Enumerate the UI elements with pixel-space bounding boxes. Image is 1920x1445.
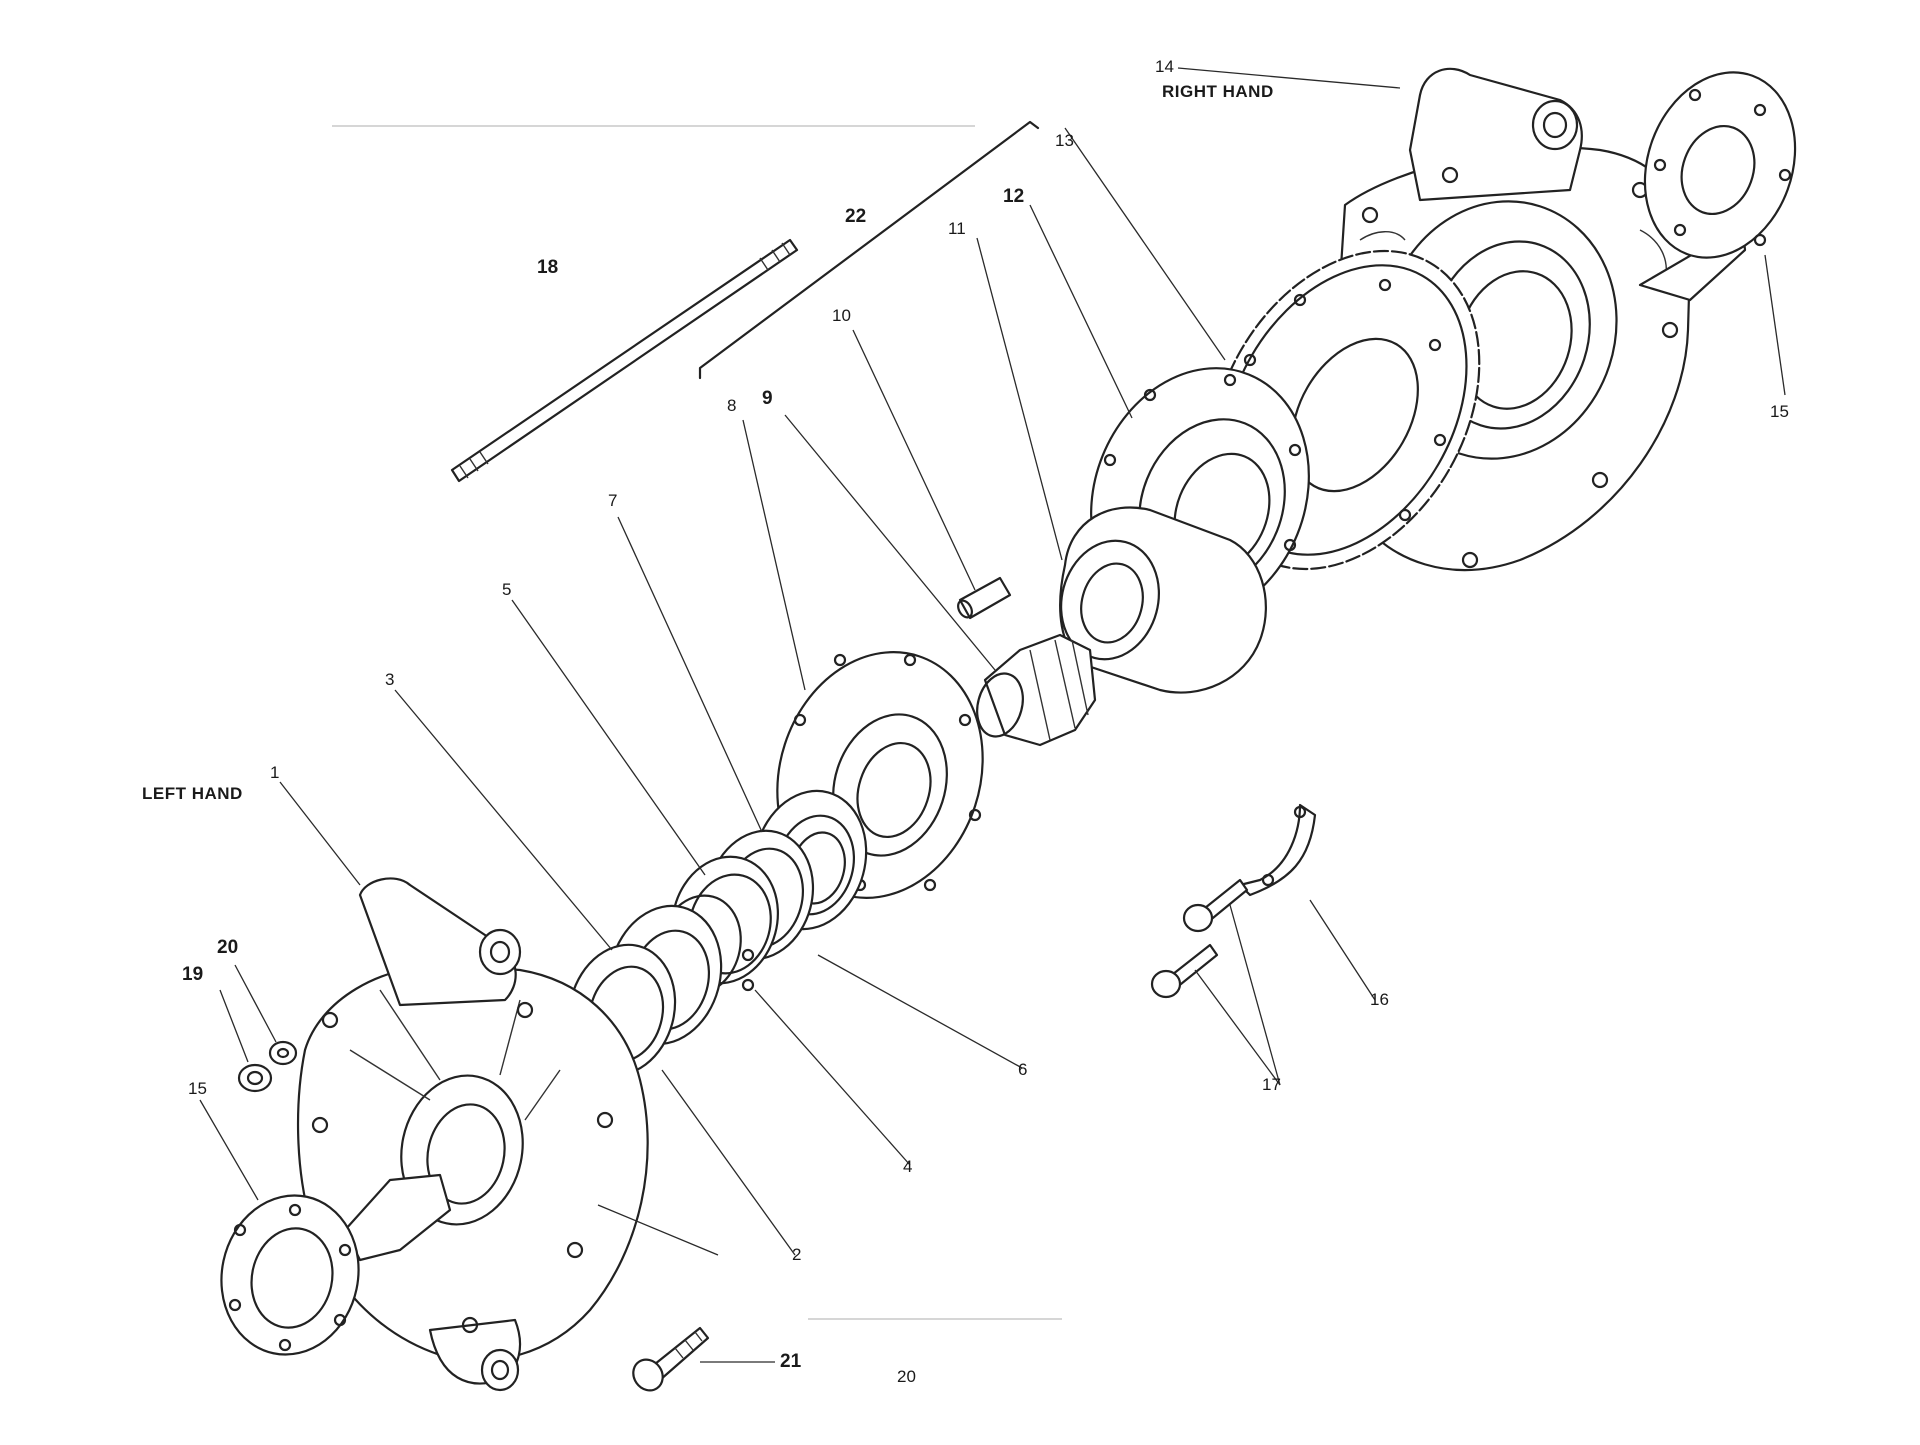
side-gear-carrier bbox=[1059, 506, 1267, 694]
callout-6: 6 bbox=[1018, 1060, 1027, 1079]
nut bbox=[237, 1063, 273, 1093]
callout-14: 14 bbox=[1155, 57, 1174, 76]
callout-18: 18 bbox=[537, 257, 558, 278]
callout-12: 12 bbox=[1003, 186, 1024, 207]
left-hand-housing bbox=[296, 877, 649, 1392]
housing-bolt bbox=[632, 1326, 710, 1392]
key-pin bbox=[957, 576, 1012, 620]
callout-9: 9 bbox=[762, 388, 773, 409]
lock-plate bbox=[1238, 803, 1317, 897]
assembly-bracket bbox=[698, 120, 1040, 380]
callout-21: 21 bbox=[780, 1351, 802, 1372]
callout-8: 8 bbox=[727, 396, 736, 415]
page-number: 20 bbox=[897, 1367, 916, 1386]
callout-5: 5 bbox=[502, 580, 511, 599]
callout-16: 16 bbox=[1370, 990, 1389, 1009]
callout-4: 4 bbox=[903, 1157, 912, 1176]
callout-15-left: 15 bbox=[188, 1079, 207, 1098]
callout-3: 3 bbox=[385, 670, 394, 689]
right-hand-label: RIGHT HAND bbox=[1162, 82, 1274, 101]
callout-19: 19 bbox=[182, 964, 203, 985]
long-stud bbox=[450, 238, 799, 483]
leader-lines bbox=[199, 67, 1786, 1363]
lock-bolt-upper bbox=[1182, 878, 1249, 933]
callout-22: 22 bbox=[845, 206, 866, 227]
callout-10: 10 bbox=[832, 306, 851, 325]
callout-7: 7 bbox=[608, 491, 617, 510]
lock-bolt-lower bbox=[1150, 943, 1219, 999]
left-hand-label: LEFT HAND bbox=[142, 784, 243, 803]
callout-20: 20 bbox=[217, 937, 238, 958]
callout-11: 11 bbox=[948, 219, 966, 238]
callout-15-right: 15 bbox=[1770, 402, 1789, 421]
washer bbox=[268, 1040, 298, 1066]
splined-sleeve bbox=[976, 633, 1097, 747]
callout-13: 13 bbox=[1055, 131, 1074, 150]
output-flange-right bbox=[1638, 71, 1797, 302]
callout-2: 2 bbox=[792, 1245, 801, 1264]
callout-1: 1 bbox=[270, 763, 279, 782]
callout-17: 17 bbox=[1262, 1075, 1281, 1094]
output-flange-left bbox=[220, 1173, 452, 1356]
